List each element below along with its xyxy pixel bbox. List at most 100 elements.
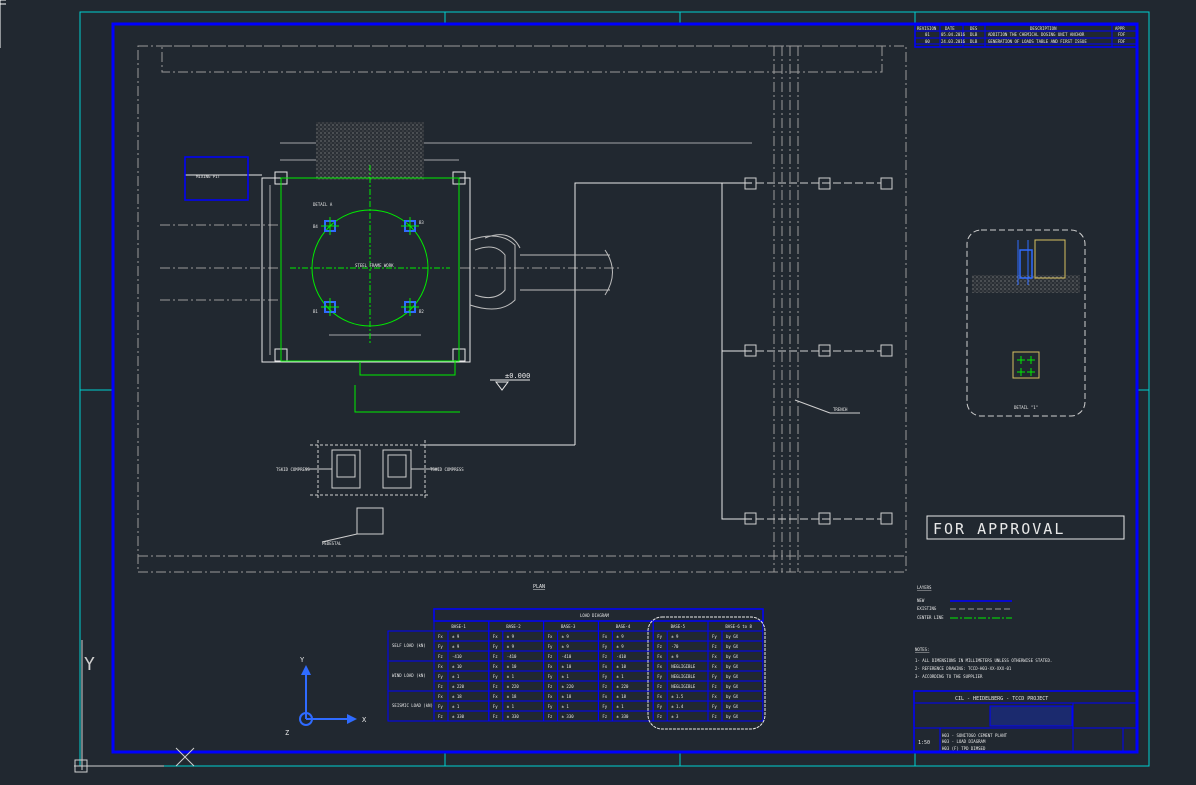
load-table-axis: Fx bbox=[548, 664, 553, 669]
approval-stamp: FOR APPROVAL bbox=[926, 515, 1125, 540]
load-table-value: ± 3 bbox=[671, 714, 679, 719]
existing-building-outline bbox=[137, 45, 907, 573]
load-table-value: by GX bbox=[726, 704, 739, 709]
load-table-value: ± 330 bbox=[616, 714, 629, 719]
load-table-axis: Fy bbox=[438, 674, 443, 679]
wcs-y-label: Y bbox=[84, 654, 95, 675]
rev-header-appr: APPR bbox=[1115, 26, 1125, 31]
load-table-axis: Fx bbox=[493, 634, 498, 639]
anchor-bolt-b2 bbox=[401, 298, 419, 316]
load-table-value: ± 9 bbox=[452, 634, 460, 639]
legend-item-new: NEW bbox=[917, 598, 925, 603]
sheet-border bbox=[79, 11, 1150, 767]
load-table-value: by GX bbox=[726, 674, 739, 679]
rev-row1-appr: FDF bbox=[1118, 32, 1126, 37]
load-table-value: by GX bbox=[726, 664, 739, 669]
wcs-marker: Y bbox=[74, 640, 195, 773]
load-table-axis: Fz bbox=[548, 714, 553, 719]
rev-row1-date: 05.04.2016 bbox=[941, 32, 966, 37]
load-table-axis: Fx bbox=[493, 694, 498, 699]
load-table-axis: Fx bbox=[438, 694, 443, 699]
load-table-axis: Fz bbox=[712, 644, 717, 649]
revision-table: REVISION DATE DES DESCRIPTION APPR 01 05… bbox=[914, 24, 1138, 48]
load-table-title: LOAD DIAGRAM bbox=[580, 613, 609, 618]
rev-row1-des: DLB bbox=[970, 32, 978, 37]
layers-legend: LAYERS NEW EXISTING CENTER LINE bbox=[917, 585, 1012, 620]
load-table-base-header: BASE-2 bbox=[506, 624, 521, 629]
load-table-value: ± 1.4 bbox=[671, 704, 684, 709]
load-table-value: NEGLIGIBLE bbox=[671, 674, 696, 679]
load-table-value: ± 1 bbox=[507, 674, 515, 679]
load-table-value: ± 18 bbox=[452, 694, 462, 699]
rev-row1-rev: 01 bbox=[925, 32, 930, 37]
load-table-axis: Fz bbox=[493, 654, 498, 659]
load-table-axis: Fx bbox=[493, 664, 498, 669]
load-table-axis: Fy bbox=[548, 644, 553, 649]
load-table-axis: Fy bbox=[602, 704, 607, 709]
compressors bbox=[305, 440, 438, 500]
load-table-value: ± 9 bbox=[616, 634, 624, 639]
pedestal: PEDESTAL bbox=[321, 507, 384, 546]
load-table-base-header: BASE-1 bbox=[451, 624, 466, 629]
load-table-axis: Fy bbox=[712, 674, 717, 679]
load-table-value: ± 1 bbox=[452, 674, 460, 679]
load-table-axis: Fy bbox=[602, 644, 607, 649]
load-table-axis: Fy bbox=[548, 674, 553, 679]
title-block-scale: 1:50 bbox=[918, 740, 930, 746]
load-table-axis: Fy bbox=[493, 704, 498, 709]
pedestal-label: PEDESTAL bbox=[322, 541, 342, 546]
revision-cloud bbox=[647, 616, 766, 730]
load-table-value: ± 1 bbox=[452, 704, 460, 709]
notes-title: NOTES: bbox=[915, 647, 929, 652]
load-table-value: by GX bbox=[726, 714, 739, 719]
anchor-bolt-b1 bbox=[321, 298, 339, 316]
load-table-value: by GX bbox=[726, 644, 739, 649]
load-table-value: NEGLIGIBLE bbox=[671, 664, 696, 669]
base-label-b1: B1 bbox=[313, 309, 318, 314]
load-table-group-label: SELF LOAD (kN) bbox=[392, 643, 426, 648]
load-table-axis: Fy bbox=[548, 704, 553, 709]
mixing-pit: MIXING PIT bbox=[184, 156, 249, 201]
base-label-b2: B2 bbox=[419, 309, 424, 314]
detail-1: DETAIL "1" bbox=[966, 229, 1086, 417]
load-table-axis: Fx bbox=[712, 654, 717, 659]
load-table-group-label: SEISMIC LOAD (kN) bbox=[392, 703, 433, 708]
load-table-value: by GX bbox=[726, 694, 739, 699]
load-table-axis: Fz bbox=[548, 684, 553, 689]
load-table-axis: Fz bbox=[712, 684, 717, 689]
load-table-axis: Fx bbox=[657, 694, 662, 699]
title-block: CIL - HEIDELBERG - TCCD PROJECT H03 - SO… bbox=[913, 690, 1138, 753]
load-table-axis: Fy bbox=[602, 674, 607, 679]
load-table-axis: Fy bbox=[712, 634, 717, 639]
corner-mark bbox=[0, 0, 6, 48]
load-table-axis: Fx bbox=[712, 664, 717, 669]
load-table-axis: Fx bbox=[438, 664, 443, 669]
note-2: 2- REFERENCE DRAWING: TCCD-H03-XX-XXX-01 bbox=[915, 666, 1012, 671]
load-table-axis: Fy bbox=[438, 704, 443, 709]
load-table-value: ± 9 bbox=[562, 634, 570, 639]
trench-label: TRENCH bbox=[833, 407, 848, 412]
load-table-value: -410 bbox=[616, 654, 626, 659]
load-table-value: ± 330 bbox=[562, 714, 575, 719]
mixing-pit-label: MIXING PIT bbox=[196, 174, 221, 179]
load-table-value: ± 220 bbox=[452, 684, 465, 689]
load-table-value: ± 18 bbox=[616, 694, 626, 699]
load-table-axis: Fx bbox=[548, 694, 553, 699]
load-table-value: by GX bbox=[726, 654, 739, 659]
anchor-bolt-b4 bbox=[321, 217, 339, 235]
load-table-axis: Fz bbox=[438, 684, 443, 689]
pipe-route bbox=[420, 182, 752, 520]
ucs-y-label: Y bbox=[300, 656, 305, 664]
load-table-value: ± 9 bbox=[562, 644, 570, 649]
rev-row2-rev: 00 bbox=[925, 39, 930, 44]
detail-1-label: DETAIL "1" bbox=[1014, 405, 1038, 410]
anchor-bolts: B4 B3 B1 B2 DETAIL A STEEL FRAME WORK bbox=[313, 202, 424, 316]
title-block-line1: H03 - SONITOGO CEMENT PLANT bbox=[942, 733, 1008, 738]
load-table-value: ± 1.5 bbox=[671, 694, 684, 699]
load-table-value: ± 1 bbox=[562, 674, 570, 679]
load-table-value: ± 10 bbox=[507, 664, 517, 669]
load-table-value: ± 220 bbox=[616, 684, 629, 689]
